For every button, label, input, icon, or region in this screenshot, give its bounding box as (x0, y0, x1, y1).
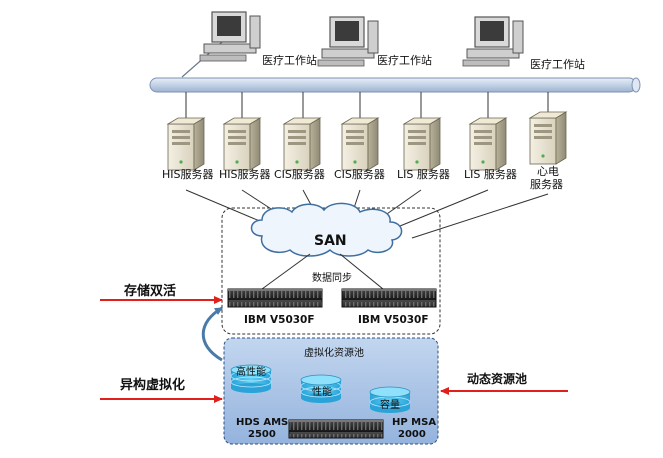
server-icon (340, 117, 380, 171)
san-boundary (221, 207, 441, 335)
link-arrow-icon (201, 306, 223, 362)
disk-high-perf-icon (230, 364, 272, 393)
san-cloud-icon (250, 202, 403, 257)
server-icon (282, 117, 322, 171)
disk-high-perf-label: 高性能 (236, 365, 266, 378)
annotation-storage-active: 存储双活 (124, 283, 176, 299)
server-icon (402, 117, 442, 171)
storage-array-pool (288, 419, 384, 439)
hds-label-2: 2500 (248, 429, 276, 440)
san-storage-links (261, 253, 384, 290)
workstation-label-3: 医疗工作站 (530, 57, 585, 71)
storage-left-label: IBM V5030F (244, 314, 315, 326)
annotation-dynamic-pool: 动态资源池 (467, 371, 527, 386)
server-icon (528, 111, 568, 165)
server-label-6: LIS 服务器 (464, 168, 517, 181)
workstation-3 (462, 16, 524, 67)
storage-array-right (341, 288, 437, 308)
san-label: SAN (314, 233, 347, 249)
hp-label-2: 2000 (398, 429, 426, 440)
bus-connectors (185, 92, 549, 118)
server-label-ecg-1: 心电 (537, 165, 559, 178)
server-label-5: LIS 服务器 (397, 168, 450, 181)
server-label-4: CIS服务器 (334, 168, 385, 181)
server-icon (166, 117, 206, 171)
server-label-3: CIS服务器 (274, 168, 325, 181)
workstation-2 (317, 16, 379, 67)
storage-right-label: IBM V5030F (358, 314, 429, 326)
sync-label: 数据同步 (312, 271, 352, 284)
workstation-label-2: 医疗工作站 (377, 53, 432, 67)
storage-array-left (227, 288, 323, 308)
disk-perf-icon (300, 374, 342, 403)
hp-label-1: HP MSA (392, 417, 436, 428)
disk-perf-label: 性能 (312, 385, 332, 398)
hds-label-1: HDS AMS (236, 417, 288, 428)
network-bus (149, 77, 641, 93)
server-icon (222, 117, 262, 171)
server-label-ecg-2: 服务器 (530, 178, 563, 191)
server-row (166, 111, 568, 171)
annotation-heterogeneous: 异构虚拟化 (120, 377, 185, 393)
server-label-1: HIS服务器 (162, 168, 214, 181)
server-icon (468, 117, 508, 171)
server-label-2: HIS服务器 (219, 168, 271, 181)
workstation-label-1: 医疗工作站 (262, 53, 317, 67)
disk-capacity-icon (369, 386, 411, 413)
workstation-1 (181, 11, 261, 78)
disk-capacity-label: 容量 (380, 398, 400, 411)
pool-title: 虚拟化资源池 (304, 346, 364, 359)
